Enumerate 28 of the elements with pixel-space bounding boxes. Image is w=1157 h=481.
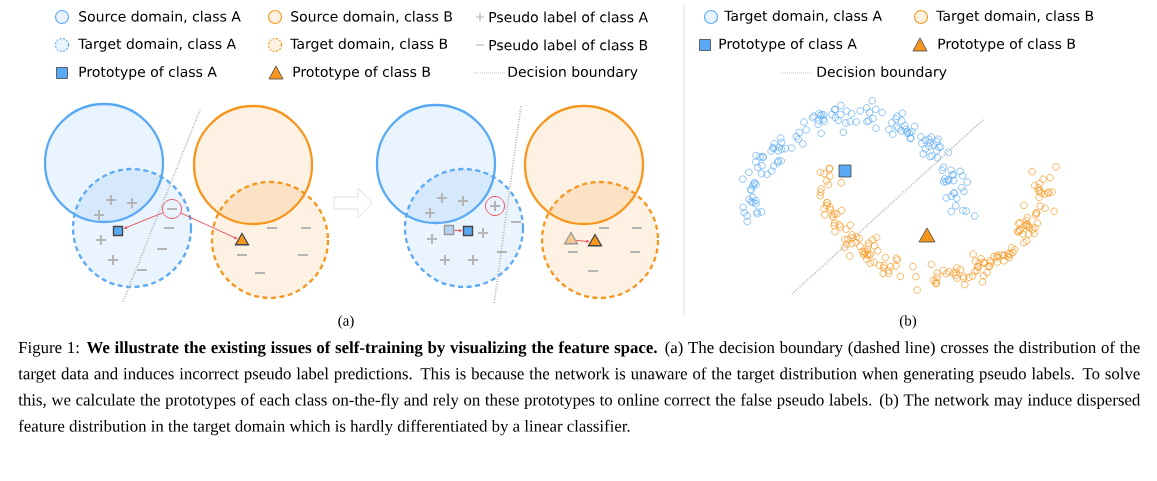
- arrow: [575, 239, 590, 243]
- legend-label: Prototype of class A: [79, 66, 217, 80]
- arrow: [180, 212, 238, 240]
- legend-label: Source domain, class B: [291, 10, 452, 24]
- legend-label: Prototype of class B: [293, 66, 430, 80]
- caption: Figure 1: We illustrate the existing issues of self-training by visualizing the feature space. (a) The decision boundary (dashed line) crosses the distribution of the target data and induces incorrect pseudo label predictions. This is because the network is unaware of the target distribution when generating pseudo labels. To solve this, we calculate the prototypes of each class on-the-fly and rely on these prototypes to online correct the false pseudo labels. (b) The network may induce dispersed feature distribution in the target domain which is hardly differentiated by a linear classifier.: [18, 341, 1141, 436]
- panel-label: (a): [338, 315, 354, 329]
- prototype-triangle: [563, 231, 579, 245]
- panel-label: (b): [899, 315, 917, 329]
- legend-label: Decision boundary: [508, 66, 638, 80]
- legend-label: Pseudo label of class A: [489, 11, 648, 23]
- prototype-triangle: [234, 232, 250, 246]
- highlight-circle: [162, 199, 182, 219]
- legend-label: Target domain, class A: [724, 10, 882, 24]
- legend-label: Pseudo label of class B: [489, 39, 648, 51]
- prototype-square: [462, 225, 474, 237]
- prototype-square: [112, 225, 124, 237]
- legend-label: Prototype of class B: [938, 38, 1075, 52]
- legend-label: Target domain, class B: [290, 38, 448, 52]
- legend-label: Target domain, class A: [78, 38, 236, 52]
- arrow: [453, 229, 463, 232]
- legend-label: Source domain, class A: [79, 10, 241, 24]
- prototype-square: [443, 224, 455, 236]
- legend-label: Target domain, class B: [936, 10, 1094, 24]
- prototype-triangle: [587, 233, 603, 247]
- legend-label: Decision boundary: [817, 66, 947, 80]
- legend-label: Prototype of class A: [719, 38, 857, 52]
- arrow: [123, 212, 164, 229]
